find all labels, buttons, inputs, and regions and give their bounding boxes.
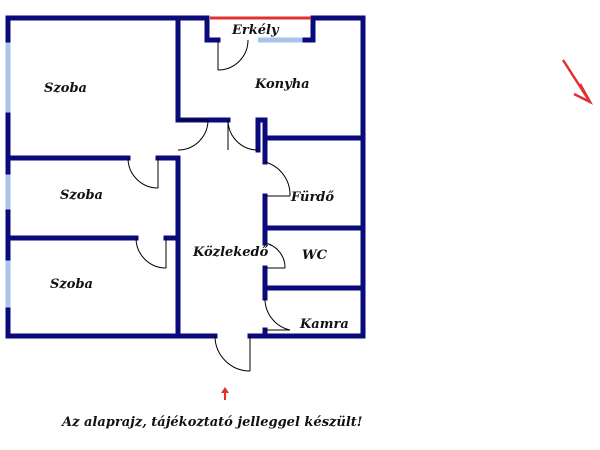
room-labels: Szoba Szoba Szoba Erkély Konyha Fürdő Kö… xyxy=(44,23,349,332)
doors xyxy=(127,39,291,372)
door-konyha xyxy=(227,119,259,151)
room-label-szoba-3: Szoba xyxy=(50,277,93,292)
room-label-konyha: Konyha xyxy=(254,77,310,92)
north-arrow-icon xyxy=(561,59,594,105)
door-wc xyxy=(264,242,286,269)
walls xyxy=(5,15,366,339)
room-label-furdo: Fürdő xyxy=(290,190,334,205)
entrance-arrow-icon xyxy=(221,387,229,400)
door-furdo xyxy=(264,161,291,197)
door-erkely xyxy=(217,39,249,71)
room-label-kamra: Kamra xyxy=(299,317,349,332)
room-label-wc: WC xyxy=(302,248,328,263)
room-label-szoba-1: Szoba xyxy=(44,81,87,96)
room-label-szoba-2: Szoba xyxy=(60,188,103,203)
door-szoba-3 xyxy=(135,237,167,269)
door-entrance xyxy=(214,335,251,372)
windows xyxy=(5,37,305,310)
footer-note: Az alaprajz, tájékoztató jelleggel készü… xyxy=(60,415,363,430)
door-kamra xyxy=(264,297,291,331)
door-szoba-1 xyxy=(177,119,209,151)
room-label-kozlekedo: Közlekedő xyxy=(192,245,269,260)
room-label-erkely: Erkély xyxy=(231,23,280,38)
door-szoba-2 xyxy=(127,157,159,189)
